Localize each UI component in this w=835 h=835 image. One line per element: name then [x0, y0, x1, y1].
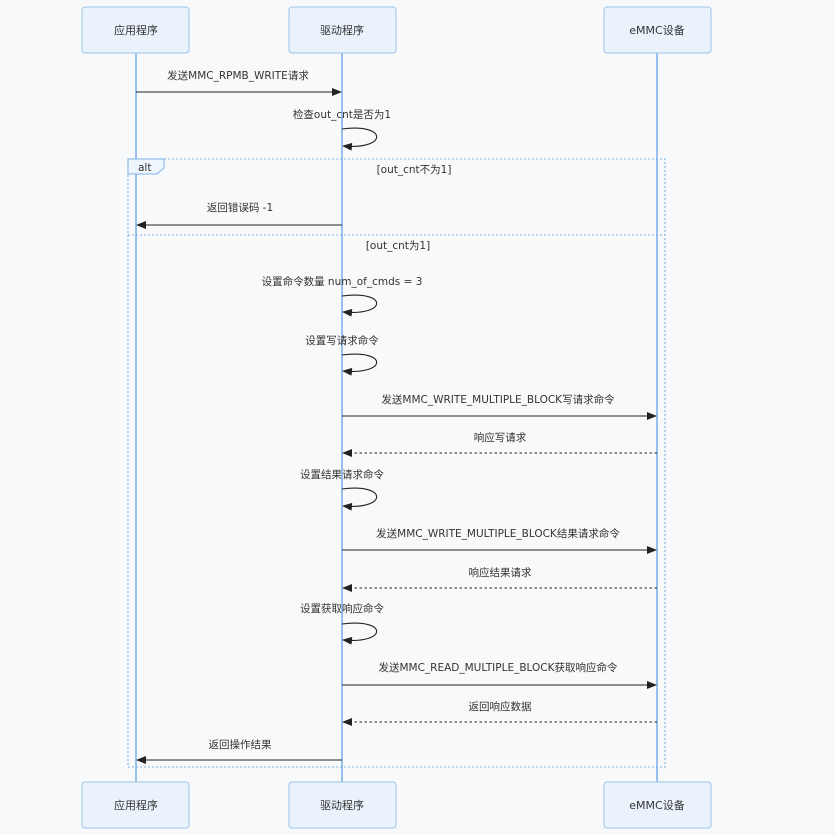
alt-keyword: alt [138, 162, 151, 174]
participant-emmc-label: eMMC设备 [629, 798, 684, 812]
participant-emmc-bottom[interactable]: eMMC设备 [603, 781, 712, 829]
participant-driver-label: 驱动程序 [320, 798, 364, 812]
message: 响应写请求 [342, 431, 657, 457]
alt-guard-1: [out_cnt不为1] [377, 164, 452, 176]
message: 设置写请求命令 [305, 334, 379, 376]
participant-emmc[interactable]: eMMC设备 [603, 6, 712, 54]
self-message-arrow [341, 622, 377, 645]
message-label: 设置结果请求命令 [300, 468, 384, 481]
message: 发送MMC_RPMB_WRITE请求 [136, 69, 342, 96]
alt-frame [127, 158, 666, 768]
message-label: 检查out_cnt是否为1 [293, 108, 391, 121]
message-label: 设置获取响应命令 [300, 602, 384, 615]
message: 设置获取响应命令 [300, 602, 384, 645]
participant-driver-bottom[interactable]: 驱动程序 [288, 781, 397, 829]
alt-tab [127, 158, 165, 175]
message-label: 响应结果请求 [469, 566, 532, 579]
message: 设置结果请求命令 [300, 468, 384, 511]
message-label: 发送MMC_WRITE_MULTIPLE_BLOCK结果请求命令 [376, 527, 620, 540]
message-label: 发送MMC_WRITE_MULTIPLE_BLOCK写请求命令 [381, 393, 615, 406]
message: 发送MMC_WRITE_MULTIPLE_BLOCK写请求命令 [342, 393, 657, 420]
message: 发送MMC_WRITE_MULTIPLE_BLOCK结果请求命令 [342, 527, 657, 554]
participant-emmc-label: eMMC设备 [629, 23, 684, 37]
participant-driver-label: 驱动程序 [320, 23, 364, 37]
participants-bottom: 应用程序 驱动程序 eMMC设备 [81, 781, 712, 829]
message: 响应结果请求 [342, 566, 657, 592]
message: 返回错误码 -1 [136, 201, 342, 229]
message: 检查out_cnt是否为1 [293, 108, 391, 151]
participant-app[interactable]: 应用程序 [81, 6, 190, 54]
alt-guard-2: [out_cnt为1] [366, 240, 430, 252]
self-message-arrow [341, 294, 377, 317]
messages: 发送MMC_RPMB_WRITE请求 检查out_cnt是否为1 返回错误码 -… [136, 69, 657, 764]
participant-app-bottom[interactable]: 应用程序 [81, 781, 190, 829]
message-label: 返回操作结果 [209, 738, 272, 751]
participant-app-label: 应用程序 [114, 23, 158, 37]
self-message-arrow [341, 353, 377, 376]
participant-driver[interactable]: 驱动程序 [288, 6, 397, 54]
participant-app-label: 应用程序 [114, 798, 158, 812]
message-label: 发送MMC_READ_MULTIPLE_BLOCK获取响应命令 [378, 661, 618, 674]
participants-top: 应用程序 驱动程序 eMMC设备 [81, 6, 712, 54]
message-label: 响应写请求 [474, 431, 527, 444]
message-label: 设置写请求命令 [305, 334, 379, 347]
message-label: 发送MMC_RPMB_WRITE请求 [167, 69, 309, 82]
self-message-arrow [341, 127, 377, 151]
message: 返回响应数据 [342, 700, 657, 726]
message: 发送MMC_READ_MULTIPLE_BLOCK获取响应命令 [342, 661, 657, 689]
message-label: 返回响应数据 [469, 700, 532, 713]
message-label: 设置命令数量 num_of_cmds = 3 [262, 275, 423, 288]
alt-fragment: alt [out_cnt不为1] [out_cnt为1] [127, 158, 666, 768]
message-label: 返回错误码 -1 [207, 201, 273, 214]
message: 返回操作结果 [136, 738, 342, 764]
message: 设置命令数量 num_of_cmds = 3 [262, 275, 423, 317]
self-message-arrow [341, 487, 377, 511]
